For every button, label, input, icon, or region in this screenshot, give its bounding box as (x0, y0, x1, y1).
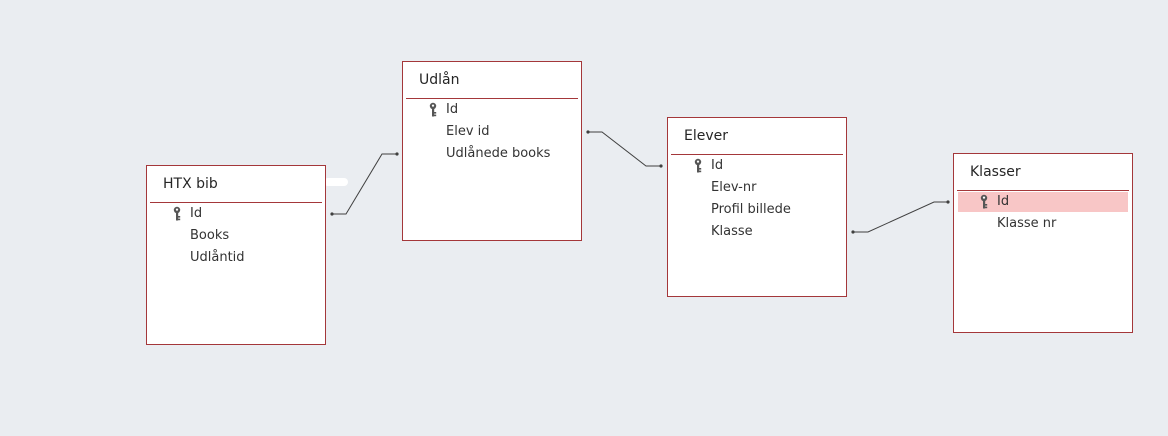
table-htx-bib[interactable]: HTX bib Id Books Udlåntid (146, 165, 326, 345)
field-row-elev-nr[interactable]: Elev-nr (672, 178, 842, 198)
field-label: Udlåntid (190, 250, 245, 265)
field-row-id[interactable]: Id (407, 100, 577, 120)
join-end-dot (659, 164, 663, 168)
table-udlan[interactable]: Udlån Id Elev id Udlånede books (402, 61, 582, 241)
field-row-klasse-nr[interactable]: Klasse nr (958, 214, 1128, 234)
field-row-id[interactable]: Id (151, 204, 321, 224)
key-icon (980, 194, 988, 209)
table-elever[interactable]: Elever Id Elev-nr Profil billede Klasse (667, 117, 847, 297)
field-row-id[interactable]: Id (672, 156, 842, 176)
join-end-dot (395, 152, 399, 156)
key-icon (694, 158, 702, 173)
table-klasser[interactable]: Klasser Id Klasse nr (953, 153, 1133, 333)
field-row-profil-billede[interactable]: Profil billede (672, 200, 842, 220)
table-title[interactable]: Udlån (419, 72, 460, 88)
field-row-id-selected[interactable]: Id (958, 192, 1128, 212)
field-label: Udlånede books (446, 146, 551, 161)
field-row-elev-id[interactable]: Elev id (407, 122, 577, 142)
join-end-dot (330, 212, 334, 216)
title-divider (150, 202, 322, 203)
title-divider (671, 154, 843, 155)
field-row-udlanede-books[interactable]: Udlånede books (407, 144, 577, 164)
table-title[interactable]: Klasser (970, 164, 1021, 180)
title-divider (957, 190, 1129, 191)
field-label: Id (446, 102, 459, 117)
title-divider (406, 98, 578, 99)
field-label: Id (711, 158, 724, 173)
scrollbar-thumb[interactable] (324, 178, 348, 186)
field-label: Klasse nr (997, 216, 1057, 231)
field-row-klasse[interactable]: Klasse (672, 222, 842, 242)
key-icon (173, 206, 181, 221)
table-title[interactable]: HTX bib (163, 176, 218, 192)
field-label: Elev id (446, 124, 490, 139)
field-label: Id (997, 194, 1010, 209)
field-label: Elev-nr (711, 180, 757, 195)
join-end-dot (851, 230, 855, 234)
relationship-line-elever-klasser[interactable] (853, 201, 948, 233)
field-label: Profil billede (711, 202, 791, 217)
join-end-dot (946, 200, 950, 204)
field-label: Klasse (711, 224, 753, 239)
relationship-line-htxbib-udlan[interactable] (332, 153, 397, 215)
field-row-books[interactable]: Books (151, 226, 321, 246)
key-icon (429, 102, 437, 117)
field-label: Id (190, 206, 203, 221)
table-title[interactable]: Elever (684, 128, 729, 144)
join-end-dot (586, 130, 590, 134)
field-label: Books (190, 228, 230, 243)
relationship-line-udlan-elever[interactable] (588, 131, 661, 167)
field-row-udlantid[interactable]: Udlåntid (151, 248, 321, 268)
